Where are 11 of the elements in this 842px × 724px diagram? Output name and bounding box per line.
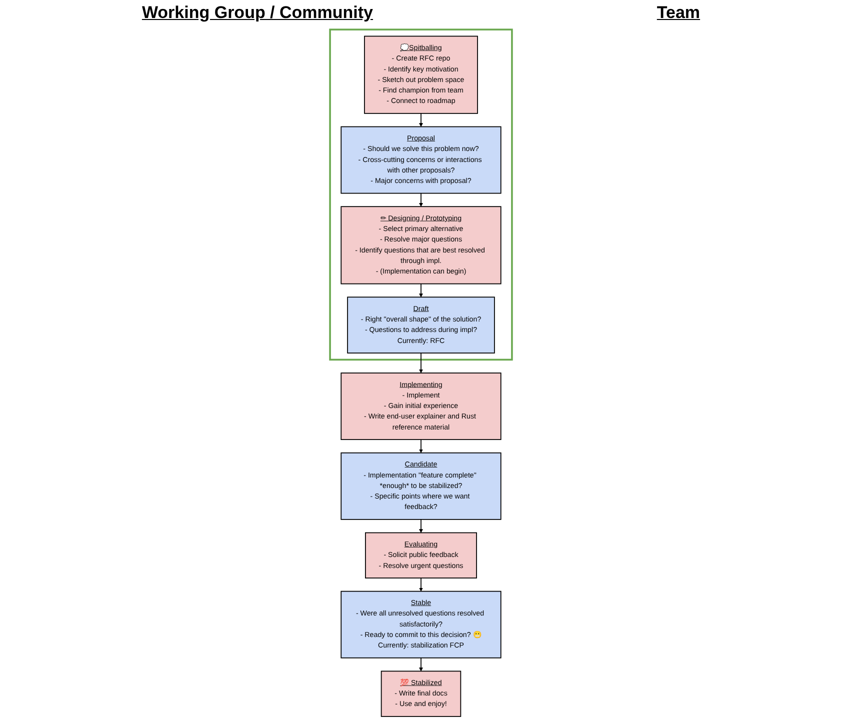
arrow — [419, 578, 423, 592]
arrow — [419, 192, 423, 207]
arrow — [419, 112, 423, 127]
cluster — [329, 28, 513, 361]
arrow — [419, 283, 423, 298]
arrow — [419, 352, 423, 374]
column-heading: Working Group / Community — [142, 3, 374, 23]
arrow — [419, 439, 423, 454]
arrow — [419, 657, 423, 672]
column-heading: Team — [656, 3, 700, 23]
arrow — [419, 518, 423, 533]
